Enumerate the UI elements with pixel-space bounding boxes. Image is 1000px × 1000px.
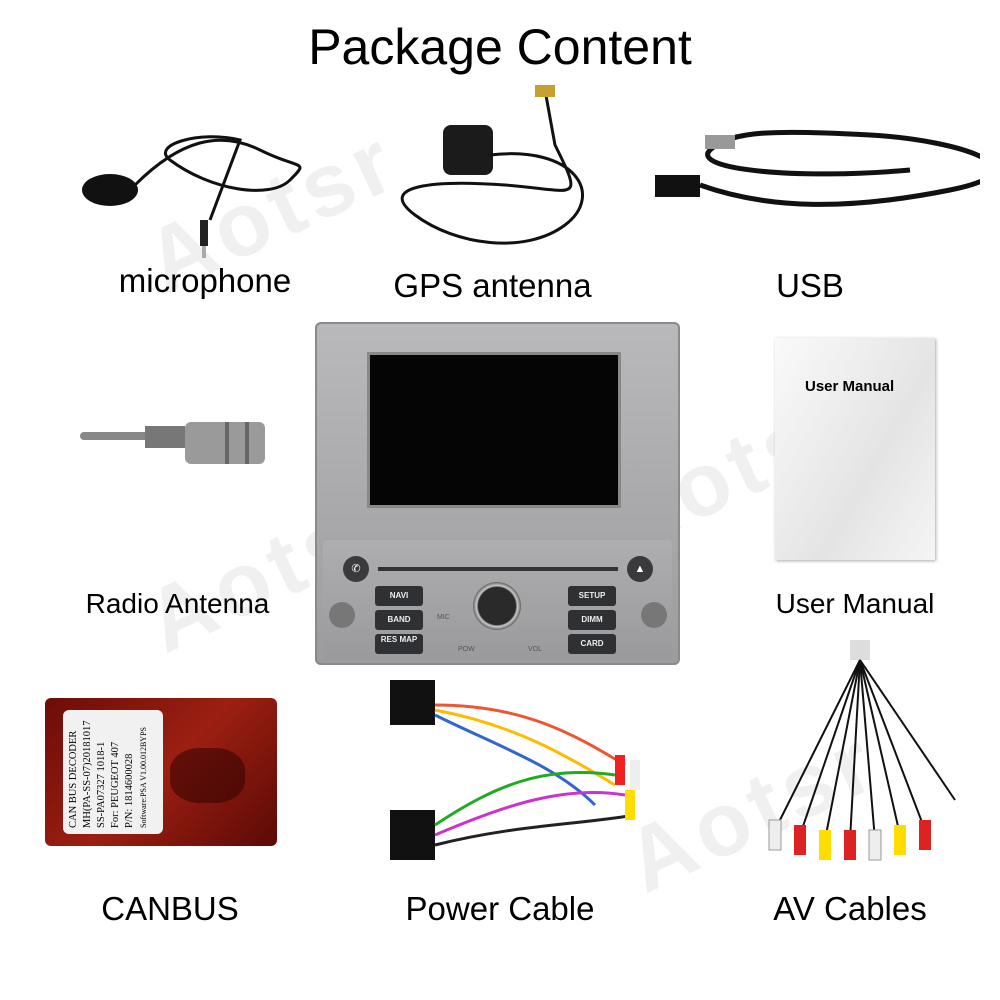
microphone-image (82, 135, 302, 258)
canbus-label: CANBUS (101, 890, 239, 927)
head-unit-screen (367, 352, 621, 508)
canbus-sticker: CAN BUS DECODER MH(PA-SS-07)20181017 SS-… (63, 710, 163, 834)
power-cable-image (390, 680, 640, 860)
page-title: Package Content (308, 19, 692, 75)
canbus-text: SS-PA07327 1018-1 (96, 741, 107, 828)
power-cable-label: Power Cable (405, 890, 595, 927)
disc-slot (378, 567, 618, 571)
canbus-text: P/N: 1814600028 (124, 753, 135, 828)
volume-knob (473, 582, 521, 630)
dimm-button: DIMM (568, 610, 616, 630)
card-button: CARD (568, 634, 616, 654)
user-manual-label: User Manual (775, 588, 935, 619)
navi-button: NAVI (375, 586, 423, 606)
speaker-grille (170, 748, 245, 803)
usb-cable-image (655, 129, 980, 207)
canbus-text: For: PEUGEOT 407 (110, 741, 121, 828)
canbus-text: CAN BUS DECODER (68, 730, 79, 828)
radio-antenna-label: Radio Antenna (85, 588, 270, 619)
mic-label: MIC (437, 614, 450, 621)
eject-icon: ▲ (627, 556, 653, 582)
av-cables-image (768, 640, 956, 861)
av-cables-label: AV Cables (773, 890, 927, 927)
canbus-text: MH(PA-SS-07)20181017 (82, 720, 93, 828)
user-manual-image: User Manual (775, 338, 935, 560)
head-unit-image: ✆ ▲ NAVI BAND RES MAP SETUP DIMM CARD MI… (315, 322, 680, 665)
band-button: BAND (375, 610, 423, 630)
radio-antenna-image (80, 422, 265, 464)
phone-icon: ✆ (343, 556, 369, 582)
head-unit-control-panel: ✆ ▲ NAVI BAND RES MAP SETUP DIMM CARD MI… (323, 540, 672, 660)
usb-label: USB (776, 267, 844, 304)
res-map-button: RES MAP (375, 634, 423, 654)
gps-antenna-image (400, 85, 584, 245)
canbus-decoder-image: CAN BUS DECODER MH(PA-SS-07)20181017 SS-… (45, 698, 277, 846)
microphone-label: microphone (118, 262, 292, 299)
manual-cover-title: User Manual (805, 378, 895, 395)
setup-button: SETUP (568, 586, 616, 606)
pow-label: POW (458, 646, 475, 653)
left-cover (329, 602, 355, 628)
vol-label: VOL (528, 646, 543, 653)
canbus-text: Software:PSA V1.00.012BYPS (139, 727, 148, 828)
right-cover (641, 602, 667, 628)
gps-antenna-label: GPS antenna (393, 267, 592, 304)
